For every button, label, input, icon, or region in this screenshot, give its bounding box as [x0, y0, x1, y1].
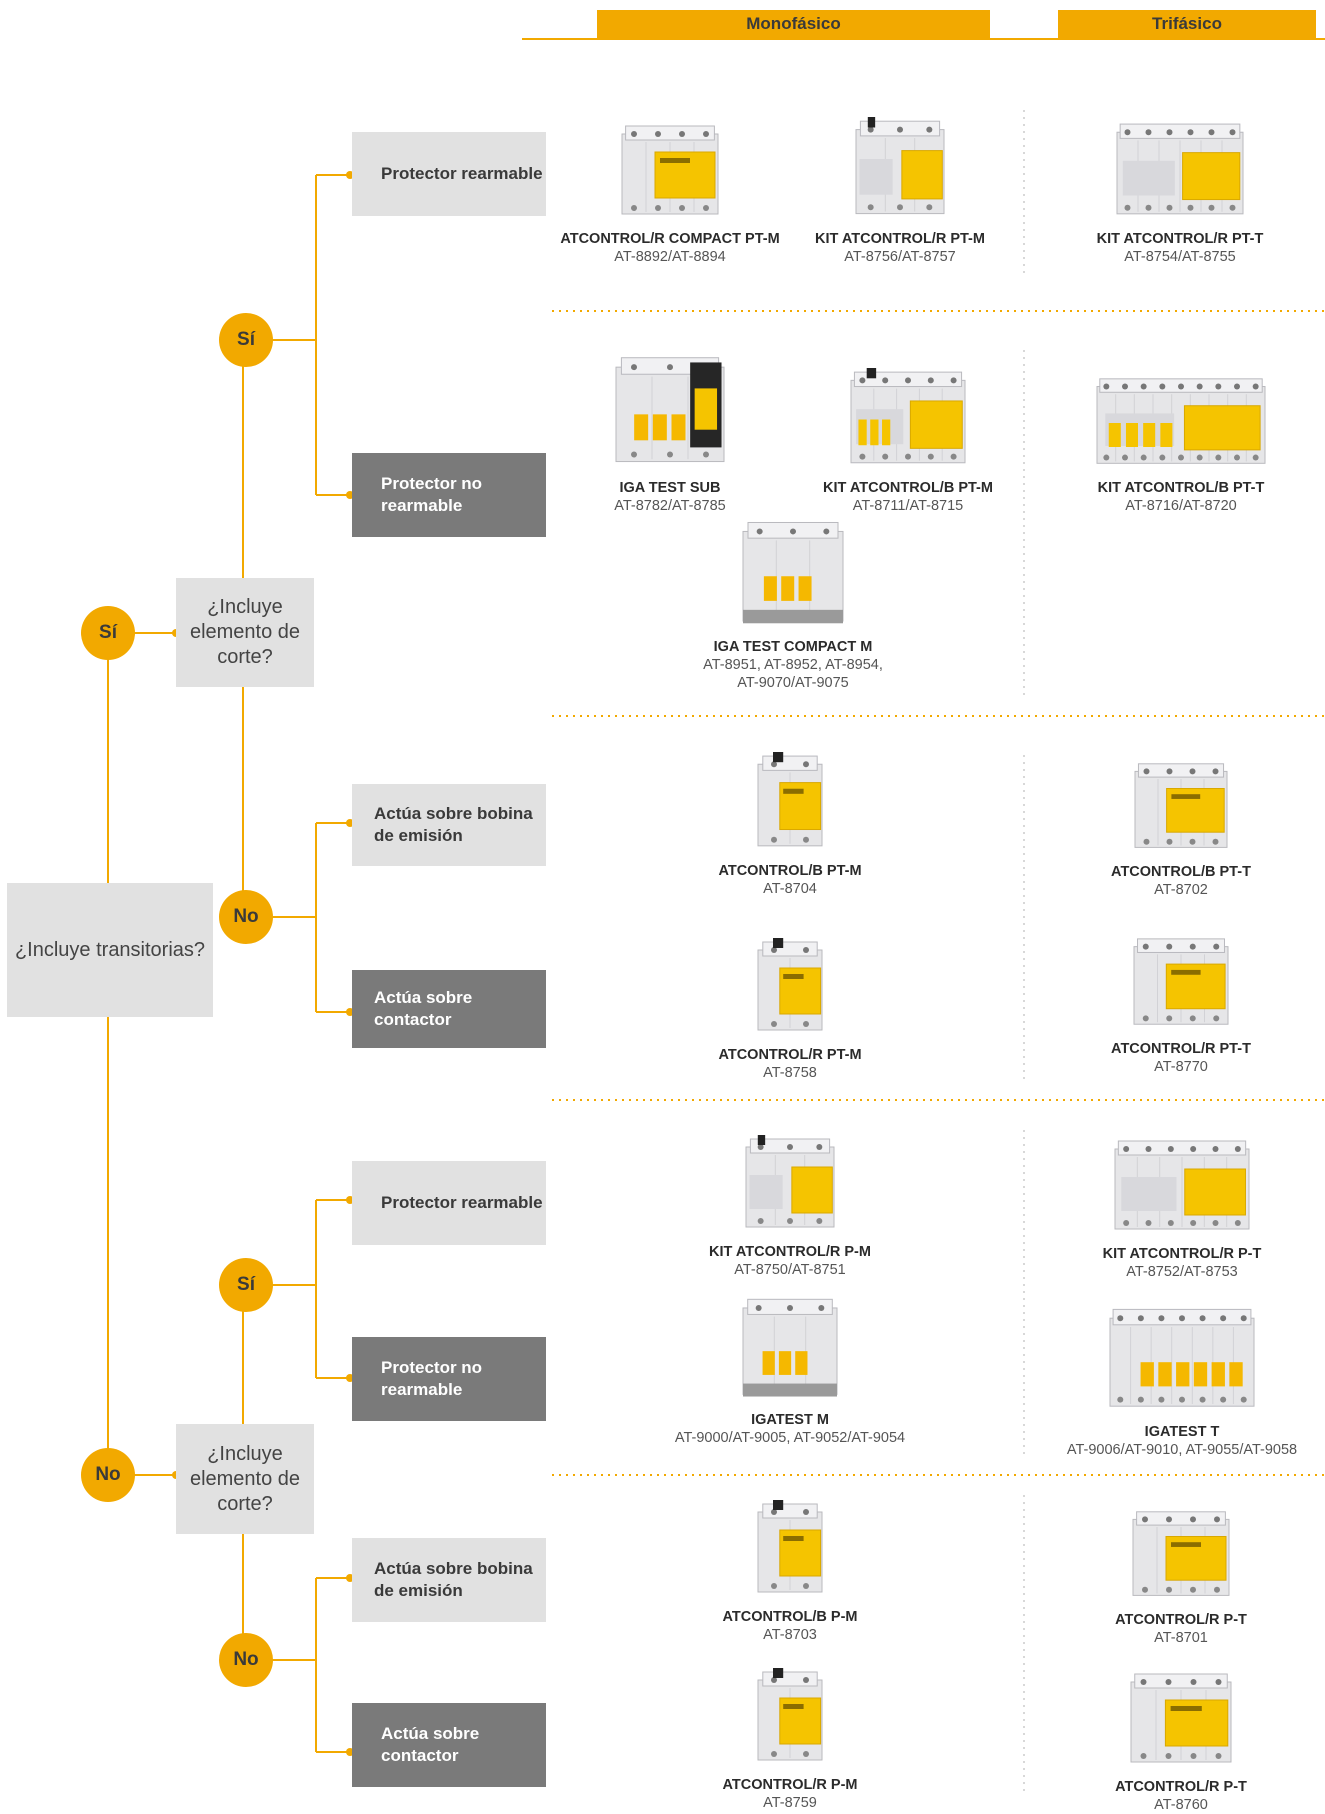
product-code: AT-8702 — [1154, 882, 1208, 898]
answer-no-circle: No — [81, 1448, 135, 1502]
product-code: AT-8759 — [763, 1795, 817, 1811]
product-name: KIT ATCONTROL/R PT-M — [815, 231, 985, 247]
product-name: ATCONTROL/B PT-M — [718, 863, 862, 879]
product-name: IGA TEST SUB — [619, 480, 721, 496]
product-card: ATCONTROL/B PT-M AT-8704 — [650, 752, 930, 898]
product-code: AT-8711/AT-8715 — [852, 498, 964, 514]
product-image — [621, 125, 719, 215]
product-name: ATCONTROL/R PT-T — [1111, 1041, 1251, 1057]
product-code: AT-8951, AT-8952, AT-8954, — [703, 657, 883, 673]
product-image — [1134, 763, 1228, 848]
product-image — [1132, 1511, 1230, 1596]
category-rearmable: Protector rearmable — [352, 132, 546, 216]
category-bobina: Actúa sobre bobina de emisión — [352, 1538, 546, 1622]
root-question-box: ¿Incluye transitorias? — [7, 883, 213, 1017]
product-image — [757, 1500, 823, 1593]
product-image — [742, 1298, 838, 1397]
product-card: ATCONTROL/B P-M AT-8703 — [650, 1500, 930, 1644]
product-code: AT-8703 — [763, 1627, 817, 1643]
product-code: AT-9070/AT-9075 — [737, 675, 849, 691]
product-image — [850, 368, 966, 464]
product-image — [1133, 938, 1229, 1025]
product-image — [1130, 1673, 1232, 1763]
product-card: ATCONTROL/R P-T AT-8701 — [1041, 1508, 1321, 1647]
product-code: AT-8704 — [763, 881, 817, 897]
product-name: IGATEST M — [751, 1412, 829, 1428]
product-card: KIT ATCONTROL/R P-T AT-8752/AT-8753 — [1042, 1137, 1322, 1281]
header-trifasico: Trifásico — [1058, 10, 1316, 38]
product-image — [855, 117, 945, 215]
product-card: IGATEST M AT-9000/AT-9005, AT-9052/AT-905… — [650, 1295, 930, 1447]
product-image — [742, 521, 844, 624]
product-card: KIT ATCONTROL/R PT-T AT-8754/AT-8755 — [1040, 120, 1320, 266]
product-card: IGA TEST SUB AT-8782/AT-8785 — [530, 353, 810, 515]
product-code: AT-8701 — [1154, 1630, 1208, 1646]
product-code: AT-8782/AT-8785 — [614, 498, 726, 514]
product-name: IGA TEST COMPACT M — [713, 639, 873, 655]
product-image — [1096, 378, 1266, 464]
product-name: IGATEST T — [1144, 1424, 1220, 1440]
corte-question-box: ¿Incluye elemento de corte? — [176, 578, 314, 687]
product-name: ATCONTROL/R COMPACT PT-M — [560, 231, 780, 247]
product-name: ATCONTROL/B P-M — [722, 1609, 858, 1625]
product-code: AT-9006/AT-9010, AT-9055/AT-9058 — [1066, 1442, 1298, 1458]
product-name: ATCONTROL/B PT-T — [1111, 864, 1251, 880]
answer-si-circle: Sí — [81, 606, 135, 660]
product-card: IGATEST T AT-9006/AT-9010, AT-9055/AT-905… — [1042, 1305, 1322, 1459]
product-card: IGA TEST COMPACT M AT-8951, AT-8952, AT-8… — [653, 518, 933, 692]
category-contactor: Actúa sobre contactor — [352, 970, 546, 1048]
product-card: ATCONTROL/R P-M AT-8759 — [650, 1668, 930, 1812]
product-code: AT-8752/AT-8753 — [1126, 1264, 1238, 1280]
product-card: ATCONTROL/R PT-M AT-8758 — [650, 938, 930, 1082]
product-name: KIT ATCONTROL/R P-M — [709, 1244, 871, 1260]
product-name: ATCONTROL/R PT-M — [718, 1047, 862, 1063]
product-card: ATCONTROL/R COMPACT PT-M AT-8892/AT-8894 — [530, 122, 810, 266]
product-name: KIT ATCONTROL/B PT-M — [823, 480, 993, 496]
product-image — [1114, 1140, 1250, 1230]
product-code: AT-8716/AT-8720 — [1125, 498, 1237, 514]
category-no-rearmable: Protector no rearmable — [352, 453, 546, 537]
product-image — [757, 752, 823, 847]
product-code: AT-8760 — [1154, 1797, 1208, 1813]
product-code: AT-8754/AT-8755 — [1124, 249, 1236, 265]
product-name: KIT ATCONTROL/R P-T — [1102, 1246, 1262, 1262]
header-monofasico: Monofásico — [597, 10, 990, 38]
product-image — [1116, 123, 1244, 215]
product-card: ATCONTROL/R P-T AT-8760 — [1041, 1670, 1321, 1814]
product-card: KIT ATCONTROL/R P-M AT-8750/AT-8751 — [650, 1135, 930, 1279]
category-contactor: Actúa sobre contactor — [352, 1703, 546, 1787]
category-rearmable: Protector rearmable — [352, 1161, 546, 1245]
product-name: ATCONTROL/R P-M — [722, 1777, 858, 1793]
answer-no-circle: No — [219, 1633, 273, 1687]
header-underline — [522, 38, 1325, 40]
product-code: AT-8750/AT-8751 — [734, 1262, 846, 1278]
product-image — [745, 1135, 835, 1228]
product-image — [615, 357, 725, 463]
product-card: KIT ATCONTROL/B PT-M AT-8711/AT-8715 — [768, 368, 1048, 515]
product-card: ATCONTROL/B PT-T AT-8702 — [1041, 760, 1321, 899]
product-name: KIT ATCONTROL/R PT-T — [1096, 231, 1264, 247]
product-code: AT-8770 — [1154, 1059, 1208, 1075]
product-card: KIT ATCONTROL/B PT-T AT-8716/AT-8720 — [1041, 375, 1321, 515]
product-card: ATCONTROL/R PT-T AT-8770 — [1041, 935, 1321, 1076]
category-no-rearmable: Protector no rearmable — [352, 1337, 546, 1421]
product-name: ATCONTROL/R P-T — [1115, 1779, 1247, 1795]
product-code: AT-8892/AT-8894 — [614, 249, 726, 265]
answer-si-circle: Sí — [219, 1258, 273, 1312]
product-code: AT-8758 — [763, 1065, 817, 1081]
product-name: KIT ATCONTROL/B PT-T — [1097, 480, 1265, 496]
product-card: KIT ATCONTROL/R PT-M AT-8756/AT-8757 — [760, 117, 1040, 266]
product-image — [757, 1668, 823, 1761]
category-bobina: Actúa sobre bobina de emisión — [352, 784, 546, 866]
product-image — [757, 938, 823, 1031]
product-code: AT-8756/AT-8757 — [844, 249, 956, 265]
product-code: AT-9000/AT-9005, AT-9052/AT-9054 — [674, 1430, 906, 1446]
answer-si-circle: Sí — [219, 313, 273, 367]
product-image — [1109, 1308, 1255, 1407]
corte-question-box: ¿Incluye elemento de corte? — [176, 1424, 314, 1534]
answer-no-circle: No — [219, 890, 273, 944]
product-name: ATCONTROL/R P-T — [1115, 1612, 1247, 1628]
